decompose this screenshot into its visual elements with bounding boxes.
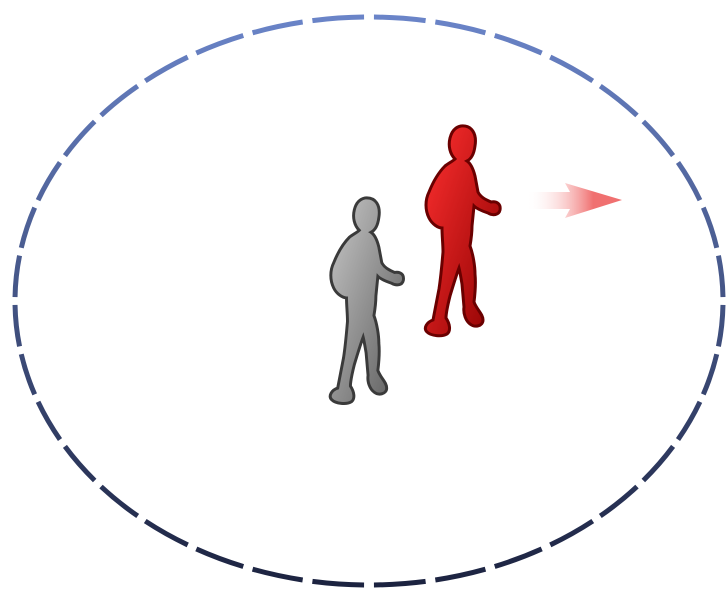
track-segment (703, 208, 716, 248)
track-segment (38, 402, 60, 440)
track-segment (145, 521, 187, 545)
track-segment (643, 446, 673, 480)
track-segment (312, 581, 364, 585)
track-segment (253, 569, 303, 580)
track-segment (15, 256, 20, 297)
track-segment (550, 57, 592, 81)
track-segment (145, 57, 187, 81)
track-segment (21, 208, 34, 248)
track-segment (643, 122, 673, 156)
track-segment (196, 36, 243, 54)
track-segment (703, 354, 716, 394)
track-segment (495, 36, 542, 54)
track-segment (65, 122, 95, 156)
track-segment (435, 22, 485, 33)
track-segment (718, 305, 723, 346)
track-segment (312, 17, 364, 21)
track-segment (435, 569, 485, 580)
track-segment (196, 549, 243, 567)
track-segment (600, 86, 637, 115)
right-arrow-icon (526, 183, 622, 218)
track-segment (550, 521, 592, 545)
track-segment (101, 487, 138, 516)
track-segment (38, 162, 60, 200)
trailing-runner (330, 198, 403, 404)
track-segment (495, 549, 542, 567)
track-segment (15, 305, 20, 346)
track-segment (678, 402, 700, 440)
lead-runner (425, 126, 500, 336)
track-segment (101, 86, 138, 115)
track-segment (718, 256, 723, 297)
track-segment (65, 446, 95, 480)
track-segment (374, 581, 426, 585)
track-segment (678, 162, 700, 200)
track-segment (600, 487, 637, 516)
track-segment (21, 354, 34, 394)
track-segment (253, 22, 303, 33)
track-segment (374, 17, 426, 21)
